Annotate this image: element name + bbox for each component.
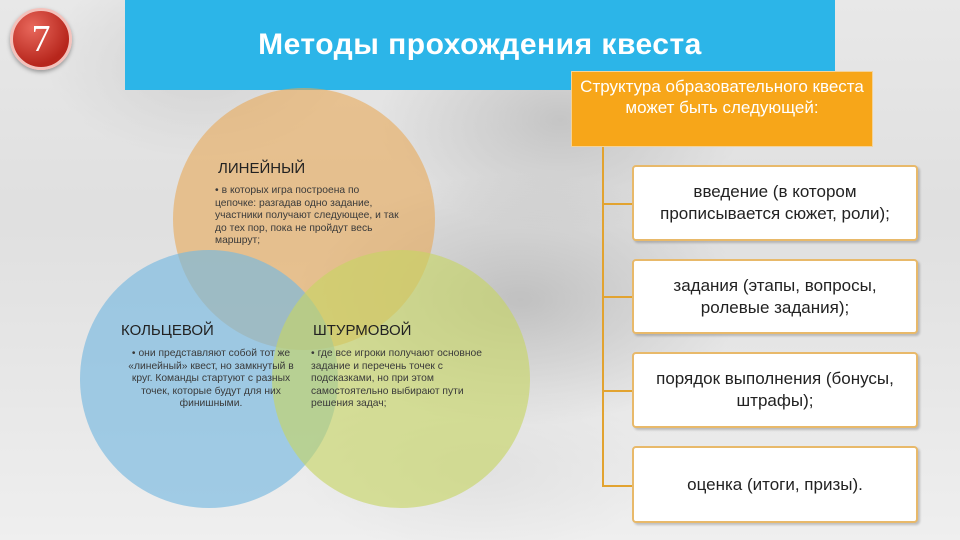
connector-tick: [602, 485, 632, 487]
structure-item-intro: введение (в котором прописывается сюжет,…: [632, 165, 918, 241]
connector-tick: [602, 203, 632, 205]
venn-circle-storm: [272, 250, 530, 508]
connector-line: [602, 147, 604, 486]
storm-title: ШТУРМОВОЙ: [313, 322, 412, 339]
connector-tick: [602, 296, 632, 298]
linear-text: в которых игра построена по цепочке: раз…: [215, 185, 399, 246]
structure-item-tasks: задания (этапы, вопросы, ролевые задания…: [632, 259, 918, 334]
connector-tick: [602, 390, 632, 392]
ring-description: •они представляют собой тот же «линейный…: [117, 348, 305, 411]
bullet: •: [215, 185, 219, 196]
ring-title: КОЛЬЦЕВОЙ: [121, 322, 214, 339]
linear-title: ЛИНЕЙНЫЙ: [218, 160, 306, 177]
storm-text: где все игроки получают основное задание…: [311, 348, 482, 409]
structure-item-order: порядок выполнения (бонусы, штрафы);: [632, 352, 918, 428]
ring-text: они представляют собой тот же «линейный»…: [128, 348, 294, 409]
storm-description: •где все игроки получают основное задани…: [311, 348, 491, 411]
slide-number: 7: [31, 18, 51, 60]
structure-item-evaluation: оценка (итоги, призы).: [632, 446, 918, 523]
bullet: •: [311, 348, 315, 359]
structure-header: Структура образовательного квеста может …: [571, 71, 873, 147]
slide-number-badge: 7: [10, 8, 72, 70]
bullet: •: [131, 348, 136, 359]
linear-description: •в которых игра построена по цепочке: ра…: [215, 185, 400, 248]
slide-title: Методы прохождения квеста: [258, 28, 702, 61]
